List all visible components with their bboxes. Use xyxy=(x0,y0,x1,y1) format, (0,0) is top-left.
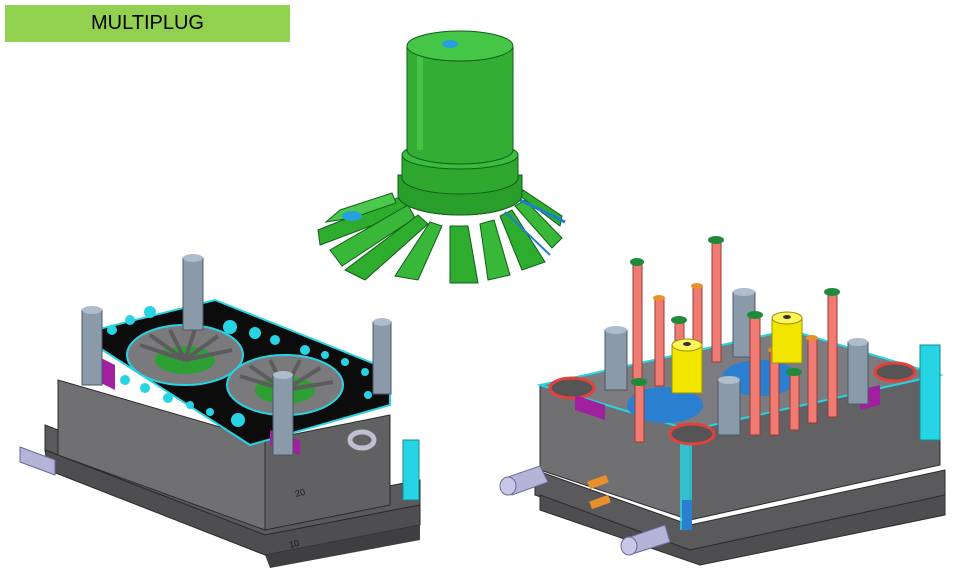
plate-mark-20: 20 xyxy=(294,487,306,499)
right-mold-half xyxy=(499,236,946,566)
left-mold-half: 20 10 xyxy=(19,254,421,568)
title-banner: MULTIPLUG xyxy=(5,5,290,42)
molded-part xyxy=(317,30,566,284)
ejector-sleeves xyxy=(671,311,803,394)
left-guide-pillars xyxy=(81,254,392,456)
plate-mark-10: 10 xyxy=(288,538,300,550)
part-ribs xyxy=(317,189,566,284)
